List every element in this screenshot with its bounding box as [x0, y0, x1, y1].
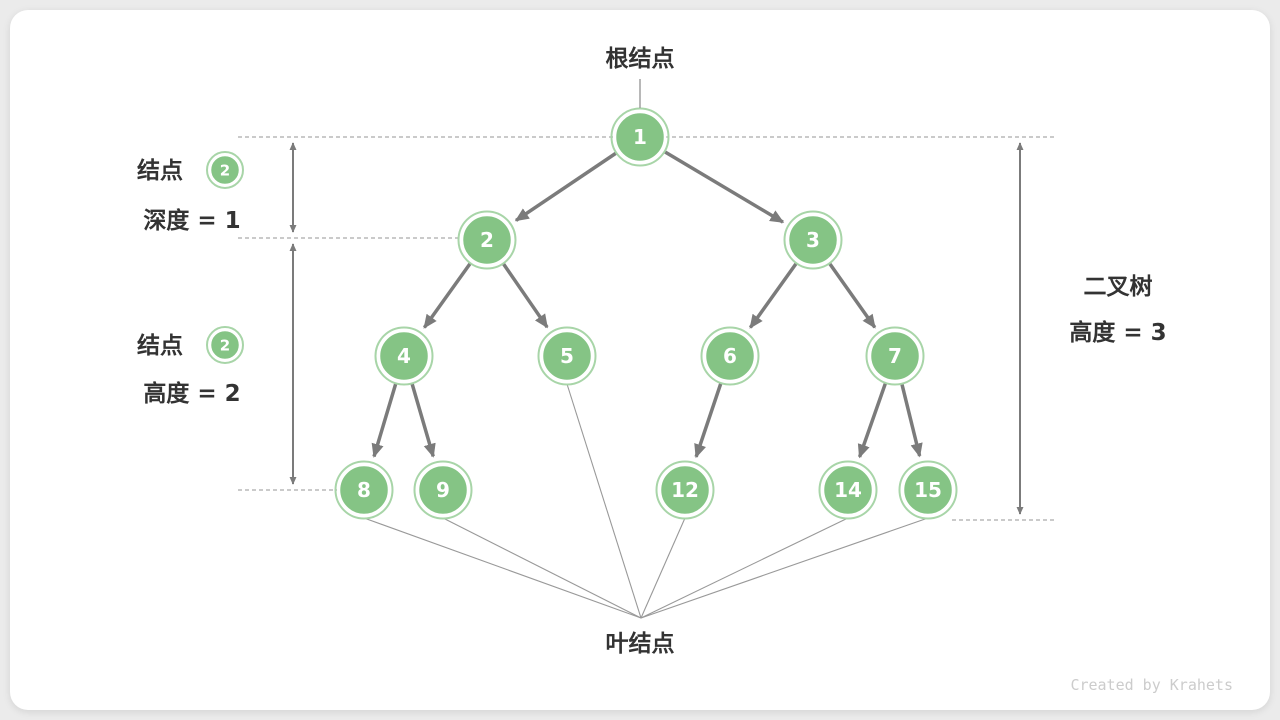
watermark-text: Created by Krahets	[1070, 676, 1233, 694]
node-outer-ring	[783, 210, 843, 270]
height-badge-circle	[208, 328, 242, 362]
node-circle	[901, 463, 955, 517]
node-outer-ring	[700, 326, 760, 386]
node-outer-ring	[865, 326, 925, 386]
leaf-line	[566, 383, 642, 619]
node-circle	[377, 329, 431, 383]
node-outer-ring	[413, 460, 473, 520]
tree-height-label-line1: 二叉树	[1084, 274, 1153, 300]
edge-arrow	[501, 262, 549, 329]
node-value: 8	[357, 478, 371, 502]
tree-node: 8	[334, 460, 394, 520]
root-label: 根结点	[606, 46, 675, 72]
node-outer-ring	[610, 107, 670, 167]
height-badge-value: 2	[220, 336, 230, 354]
tree-node: 6	[700, 326, 760, 386]
tree-node: 15	[898, 460, 958, 520]
node-circle	[786, 213, 840, 267]
leaf-line	[363, 517, 642, 619]
node-value: 12	[671, 478, 699, 502]
node-circle	[868, 329, 922, 383]
depth-annotation-formula: 深度 = 1	[143, 207, 240, 234]
tree-node: 3	[783, 210, 843, 270]
leaf-line	[640, 517, 686, 619]
node-circle	[540, 329, 594, 383]
node-circle	[337, 463, 391, 517]
tree-height-label-line2: 高度 = 3	[1069, 319, 1166, 346]
depth-annotation-prefix: 结点	[137, 158, 183, 184]
edge-arrow	[827, 261, 877, 329]
tree-node: 14	[818, 460, 878, 520]
edge-arrow	[410, 382, 436, 458]
depth-badge-circle	[208, 153, 242, 187]
edge-arrow	[514, 151, 618, 222]
edge-arrow	[748, 261, 799, 329]
node-value: 4	[397, 344, 411, 368]
edge-arrow	[371, 382, 398, 458]
edge-arrow	[663, 149, 785, 224]
node-outer-ring	[655, 460, 715, 520]
tree-node: 12	[655, 460, 715, 520]
tree-node: 5	[537, 326, 597, 386]
measure-arrows	[289, 142, 1024, 515]
node-circle	[613, 110, 667, 164]
node-value: 9	[436, 478, 450, 502]
leaf-line	[442, 517, 642, 619]
node-value: 3	[806, 228, 820, 252]
edge-arrow	[694, 381, 723, 459]
node-outer-ring	[898, 460, 958, 520]
height-annotation-prefix: 结点	[137, 333, 183, 359]
tree-node: 9	[413, 460, 473, 520]
edge-arrow	[899, 382, 923, 458]
node-circle	[821, 463, 875, 517]
node-outer-ring	[374, 326, 434, 386]
node-circle	[416, 463, 470, 517]
tree-edges	[371, 149, 923, 459]
node-value: 2	[480, 228, 494, 252]
tree-node: 1	[610, 107, 670, 167]
edge-arrow	[422, 261, 473, 329]
depth-badge-ring	[206, 151, 244, 189]
node-outer-ring	[457, 210, 517, 270]
node-value: 1	[633, 125, 647, 149]
node-outer-ring	[334, 460, 394, 520]
leaf-line	[640, 517, 929, 619]
leaf-connector-lines	[363, 383, 929, 619]
leaf-label: 叶结点	[606, 631, 675, 657]
tree-node: 2	[457, 210, 517, 270]
tree-node: 7	[865, 326, 925, 386]
height-annotation-formula: 高度 = 2	[143, 380, 240, 407]
node-circle	[658, 463, 712, 517]
leaf-line	[640, 517, 849, 619]
edge-arrow	[857, 381, 888, 459]
node-value: 6	[723, 344, 737, 368]
height-badge-ring	[206, 326, 244, 364]
depth-badge-value: 2	[220, 161, 230, 179]
node-value: 14	[834, 478, 862, 502]
node-value: 15	[914, 478, 942, 502]
node-circle	[703, 329, 757, 383]
node-outer-ring	[818, 460, 878, 520]
node-value: 7	[888, 344, 902, 368]
node-outer-ring	[537, 326, 597, 386]
tree-node: 4	[374, 326, 434, 386]
node-circle	[460, 213, 514, 267]
node-value: 5	[560, 344, 574, 368]
